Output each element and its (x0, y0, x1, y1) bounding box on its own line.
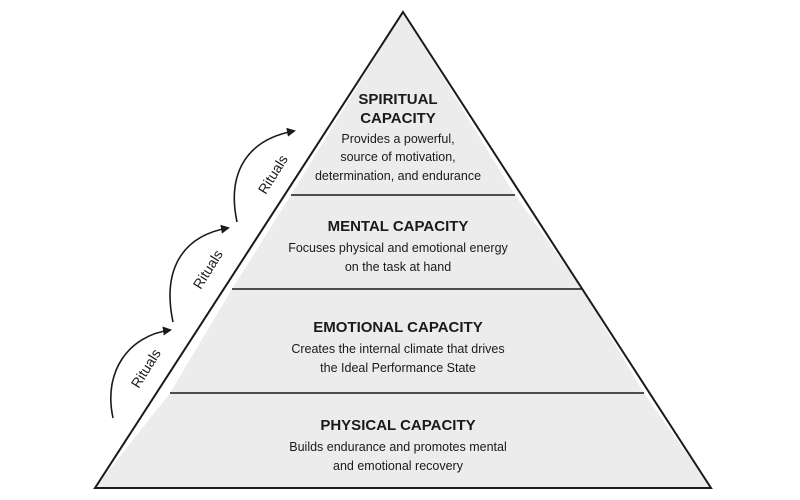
mental-desc-line-2: on the task at hand (345, 260, 451, 274)
ritual-arrow-1 (110, 326, 172, 419)
emotional-desc-line-1: Creates the internal climate that drives (291, 342, 504, 356)
spiritual-desc-line-2: source of motivation, (340, 150, 455, 164)
ritual-arrow-3 (233, 127, 296, 223)
physical-desc-line-1: Builds endurance and promotes mental (289, 440, 507, 454)
ritual-label-1: Rituals (128, 346, 164, 391)
spiritual-desc-line-3: determination, and endurance (315, 169, 481, 183)
ritual-label-2: Rituals (190, 247, 226, 292)
tier-spiritual-band (291, 12, 515, 195)
spiritual-title-line-1: SPIRITUAL (358, 91, 437, 108)
emotional-title: EMOTIONAL CAPACITY (313, 319, 482, 336)
physical-title: PHYSICAL CAPACITY (320, 417, 475, 434)
tier-physical-band (95, 393, 711, 488)
spiritual-title-line-2: CAPACITY (360, 110, 436, 127)
physical-desc-line-2: and emotional recovery (333, 459, 464, 473)
tier-mental-band (232, 195, 582, 289)
tier-emotional-band (170, 289, 644, 393)
spiritual-desc-line-1: Provides a powerful, (341, 132, 454, 146)
ritual-label-3: Rituals (255, 152, 291, 197)
ritual-arrow-2 (169, 224, 230, 323)
mental-desc-line-1: Focuses physical and emotional energy (288, 241, 508, 255)
emotional-desc-line-2: the Ideal Performance State (320, 361, 476, 375)
mental-title: MENTAL CAPACITY (328, 218, 469, 235)
pyramid-outline (93, 10, 713, 489)
